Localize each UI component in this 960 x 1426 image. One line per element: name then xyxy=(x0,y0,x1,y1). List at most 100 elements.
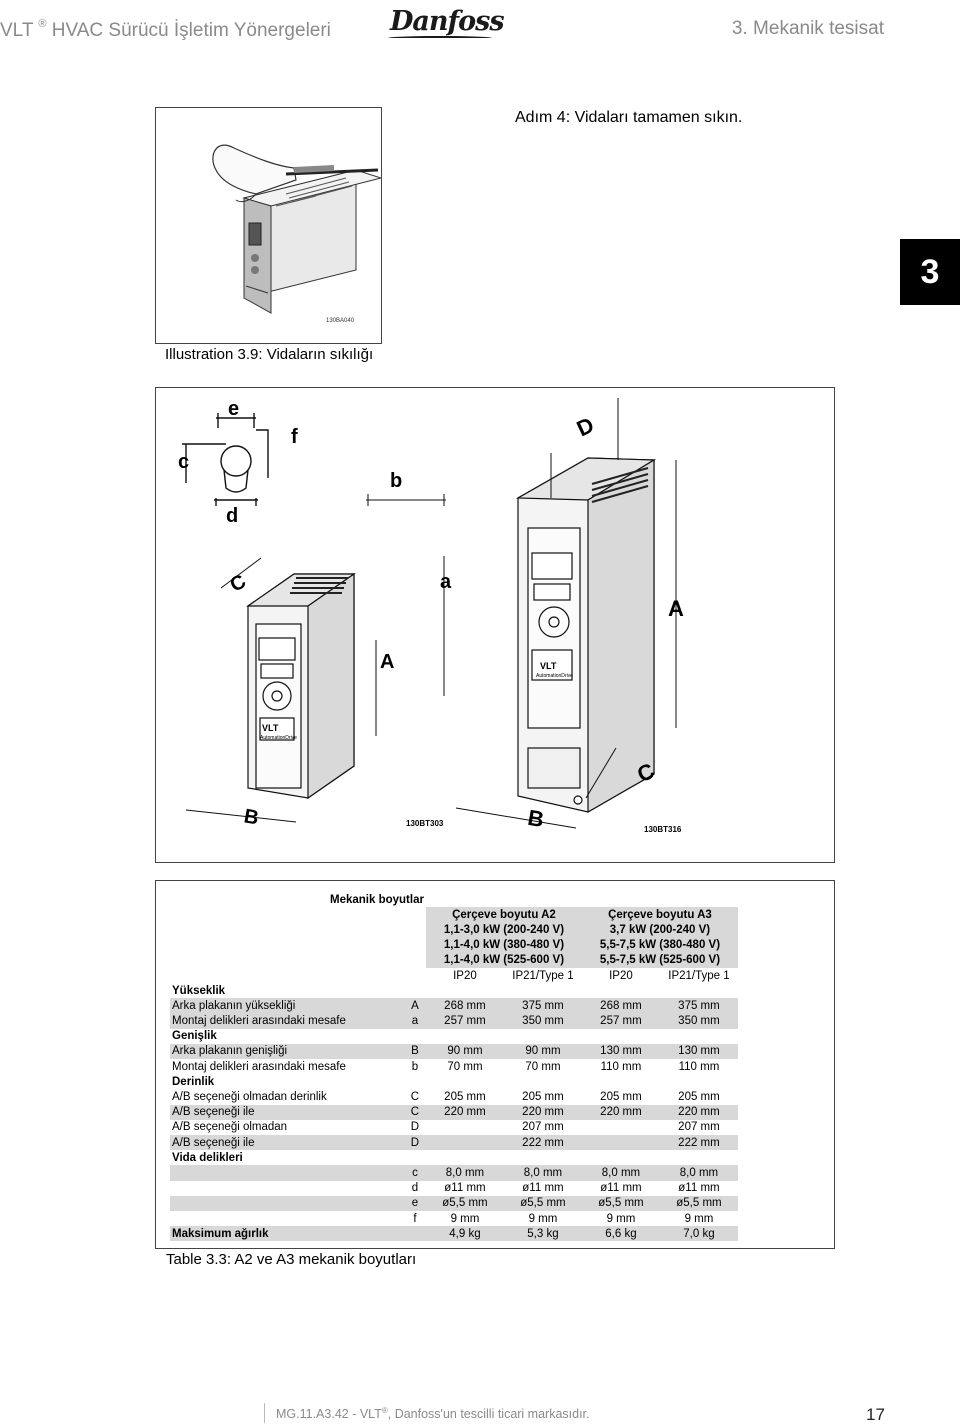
row-symbol: f xyxy=(413,1212,417,1225)
row-value: 207 mm xyxy=(678,1121,720,1134)
row-value: 220 mm xyxy=(425,1104,504,1120)
row-value: ø5,5 mm xyxy=(503,1195,582,1211)
row-value: 8,0 mm xyxy=(659,1165,738,1181)
row-label: A/B seçeneği ile xyxy=(170,1104,404,1120)
row-value: 130 mm xyxy=(659,1043,738,1060)
row-symbol: d xyxy=(411,1182,419,1195)
row-label: A/B seçeneği olmadan derinlik xyxy=(172,1091,327,1104)
row-symbol: a xyxy=(403,1013,426,1029)
row-value: 6,6 kg xyxy=(581,1226,660,1242)
row-value: 268 mm xyxy=(581,998,660,1014)
row-value xyxy=(426,1074,504,1089)
figure1-code: 130BA040 xyxy=(326,318,355,324)
row-symbol: D xyxy=(410,1121,420,1134)
footer-registered-mark: ® xyxy=(381,1406,388,1415)
ip-a3-ip20: IP20 xyxy=(609,969,633,982)
row-label: Maksimum ağırlık xyxy=(170,1226,404,1242)
row-label: Vida delikleri xyxy=(172,1151,243,1164)
danfoss-logo: Danfoss xyxy=(390,6,505,37)
header-doc-title: HVAC Sürücü İşletim Yönergeleri xyxy=(51,20,331,41)
row-value: 9 mm xyxy=(528,1212,558,1225)
row-value: 8,0 mm xyxy=(581,1165,660,1181)
row-value: 8,0 mm xyxy=(503,1165,582,1181)
row-value: 207 mm xyxy=(522,1121,564,1134)
footer-divider xyxy=(264,1403,265,1423)
footer-doc-prefix: MG.11.A3.42 - VLT xyxy=(276,1407,382,1421)
dimension-drawing: e f c d VLT AutomationDrive xyxy=(178,398,684,834)
row-label xyxy=(170,1181,404,1196)
table-row: Vida delikleri xyxy=(170,1150,738,1165)
frame-a2-power-1: 1,1-3,0 kW (200-240 V) xyxy=(425,922,582,938)
row-symbol xyxy=(404,983,426,998)
frame-a3-power-2: 5,5-7,5 kW (380-480 V) xyxy=(581,937,738,953)
row-symbol xyxy=(404,1029,426,1044)
row-value xyxy=(581,1135,660,1151)
frame-a3-header: Çerçeve boyutu A3 xyxy=(581,907,738,923)
row-value xyxy=(582,983,660,998)
label-b: b xyxy=(390,470,402,492)
row-value xyxy=(426,1150,504,1165)
row-value: 268 mm xyxy=(425,998,504,1014)
row-symbol: e xyxy=(403,1195,426,1211)
screw-tightening-illustration: 130BA040 xyxy=(212,144,383,324)
row-value: 9 mm xyxy=(684,1212,714,1225)
row-value: 257 mm xyxy=(581,1013,660,1029)
step-instruction: Adım 4: Vidaları tamamen sıkın. xyxy=(515,109,743,126)
logo-swash xyxy=(388,36,492,40)
row-value: 130 mm xyxy=(581,1043,660,1060)
row-value: 205 mm xyxy=(522,1091,564,1104)
label-c: c xyxy=(178,451,189,473)
row-label: Yükseklik xyxy=(172,984,226,997)
dimensions-table: Mekanik boyutlar Çerçeve boyutu A2 Çerçe… xyxy=(170,892,738,1242)
row-value: 375 mm xyxy=(503,998,582,1014)
code-left: 130BT303 xyxy=(406,819,444,828)
drive-sub-left: AutomationDrive xyxy=(260,735,297,741)
frame-a2-power-2: 1,1-4,0 kW (380-480 V) xyxy=(425,937,582,953)
row-value: 220 mm xyxy=(503,1104,582,1120)
row-symbol: D xyxy=(403,1135,426,1151)
table-title: Mekanik boyutlar xyxy=(330,893,424,906)
row-symbol xyxy=(403,1226,426,1242)
table-row: Yükseklik xyxy=(170,983,738,998)
row-value: 220 mm xyxy=(659,1104,738,1120)
label-C-left: C xyxy=(226,570,250,596)
row-label: Montaj delikleri arasındaki mesafe xyxy=(170,1013,404,1029)
figure1-caption: Illustration 3.9: Vidaların sıkılığı xyxy=(165,346,374,363)
frame-a3-power-3: 5,5-7,5 kW (525-600 V) xyxy=(581,952,738,968)
row-label: Arka plakanın genişliği xyxy=(170,1043,404,1060)
row-value: ø5,5 mm xyxy=(659,1195,738,1211)
frame-a2-power-3: 1,1-4,0 kW (525-600 V) xyxy=(425,952,582,968)
row-value: 350 mm xyxy=(659,1013,738,1029)
ip-a2-ip21: IP21/Type 1 xyxy=(512,969,574,982)
row-symbol: C xyxy=(410,1091,420,1104)
row-value: 90 mm xyxy=(425,1043,504,1060)
row-value: 222 mm xyxy=(503,1135,582,1151)
page-number: 17 xyxy=(866,1405,885,1424)
row-value xyxy=(504,983,582,998)
table-row: Genişlik xyxy=(170,1029,738,1044)
row-value: 4,9 kg xyxy=(425,1226,504,1242)
row-value: 8,0 mm xyxy=(425,1165,504,1181)
row-value xyxy=(660,1074,738,1089)
label-f: f xyxy=(291,426,298,448)
keyhole-detail xyxy=(182,413,269,506)
row-value: ø5,5 mm xyxy=(581,1195,660,1211)
row-value xyxy=(504,1029,582,1044)
row-value xyxy=(425,1135,504,1151)
chapter-tab: 3 xyxy=(900,239,960,305)
table-row: Derinlik xyxy=(170,1074,738,1089)
header-title: VLT ® HVAC Sürücü İşletim Yönergeleri xyxy=(0,18,331,42)
drive-sub-right: AutomationDrive xyxy=(536,673,573,679)
label-a: a xyxy=(440,571,452,593)
row-value: 350 mm xyxy=(503,1013,582,1029)
drive-a2 xyxy=(246,572,356,800)
